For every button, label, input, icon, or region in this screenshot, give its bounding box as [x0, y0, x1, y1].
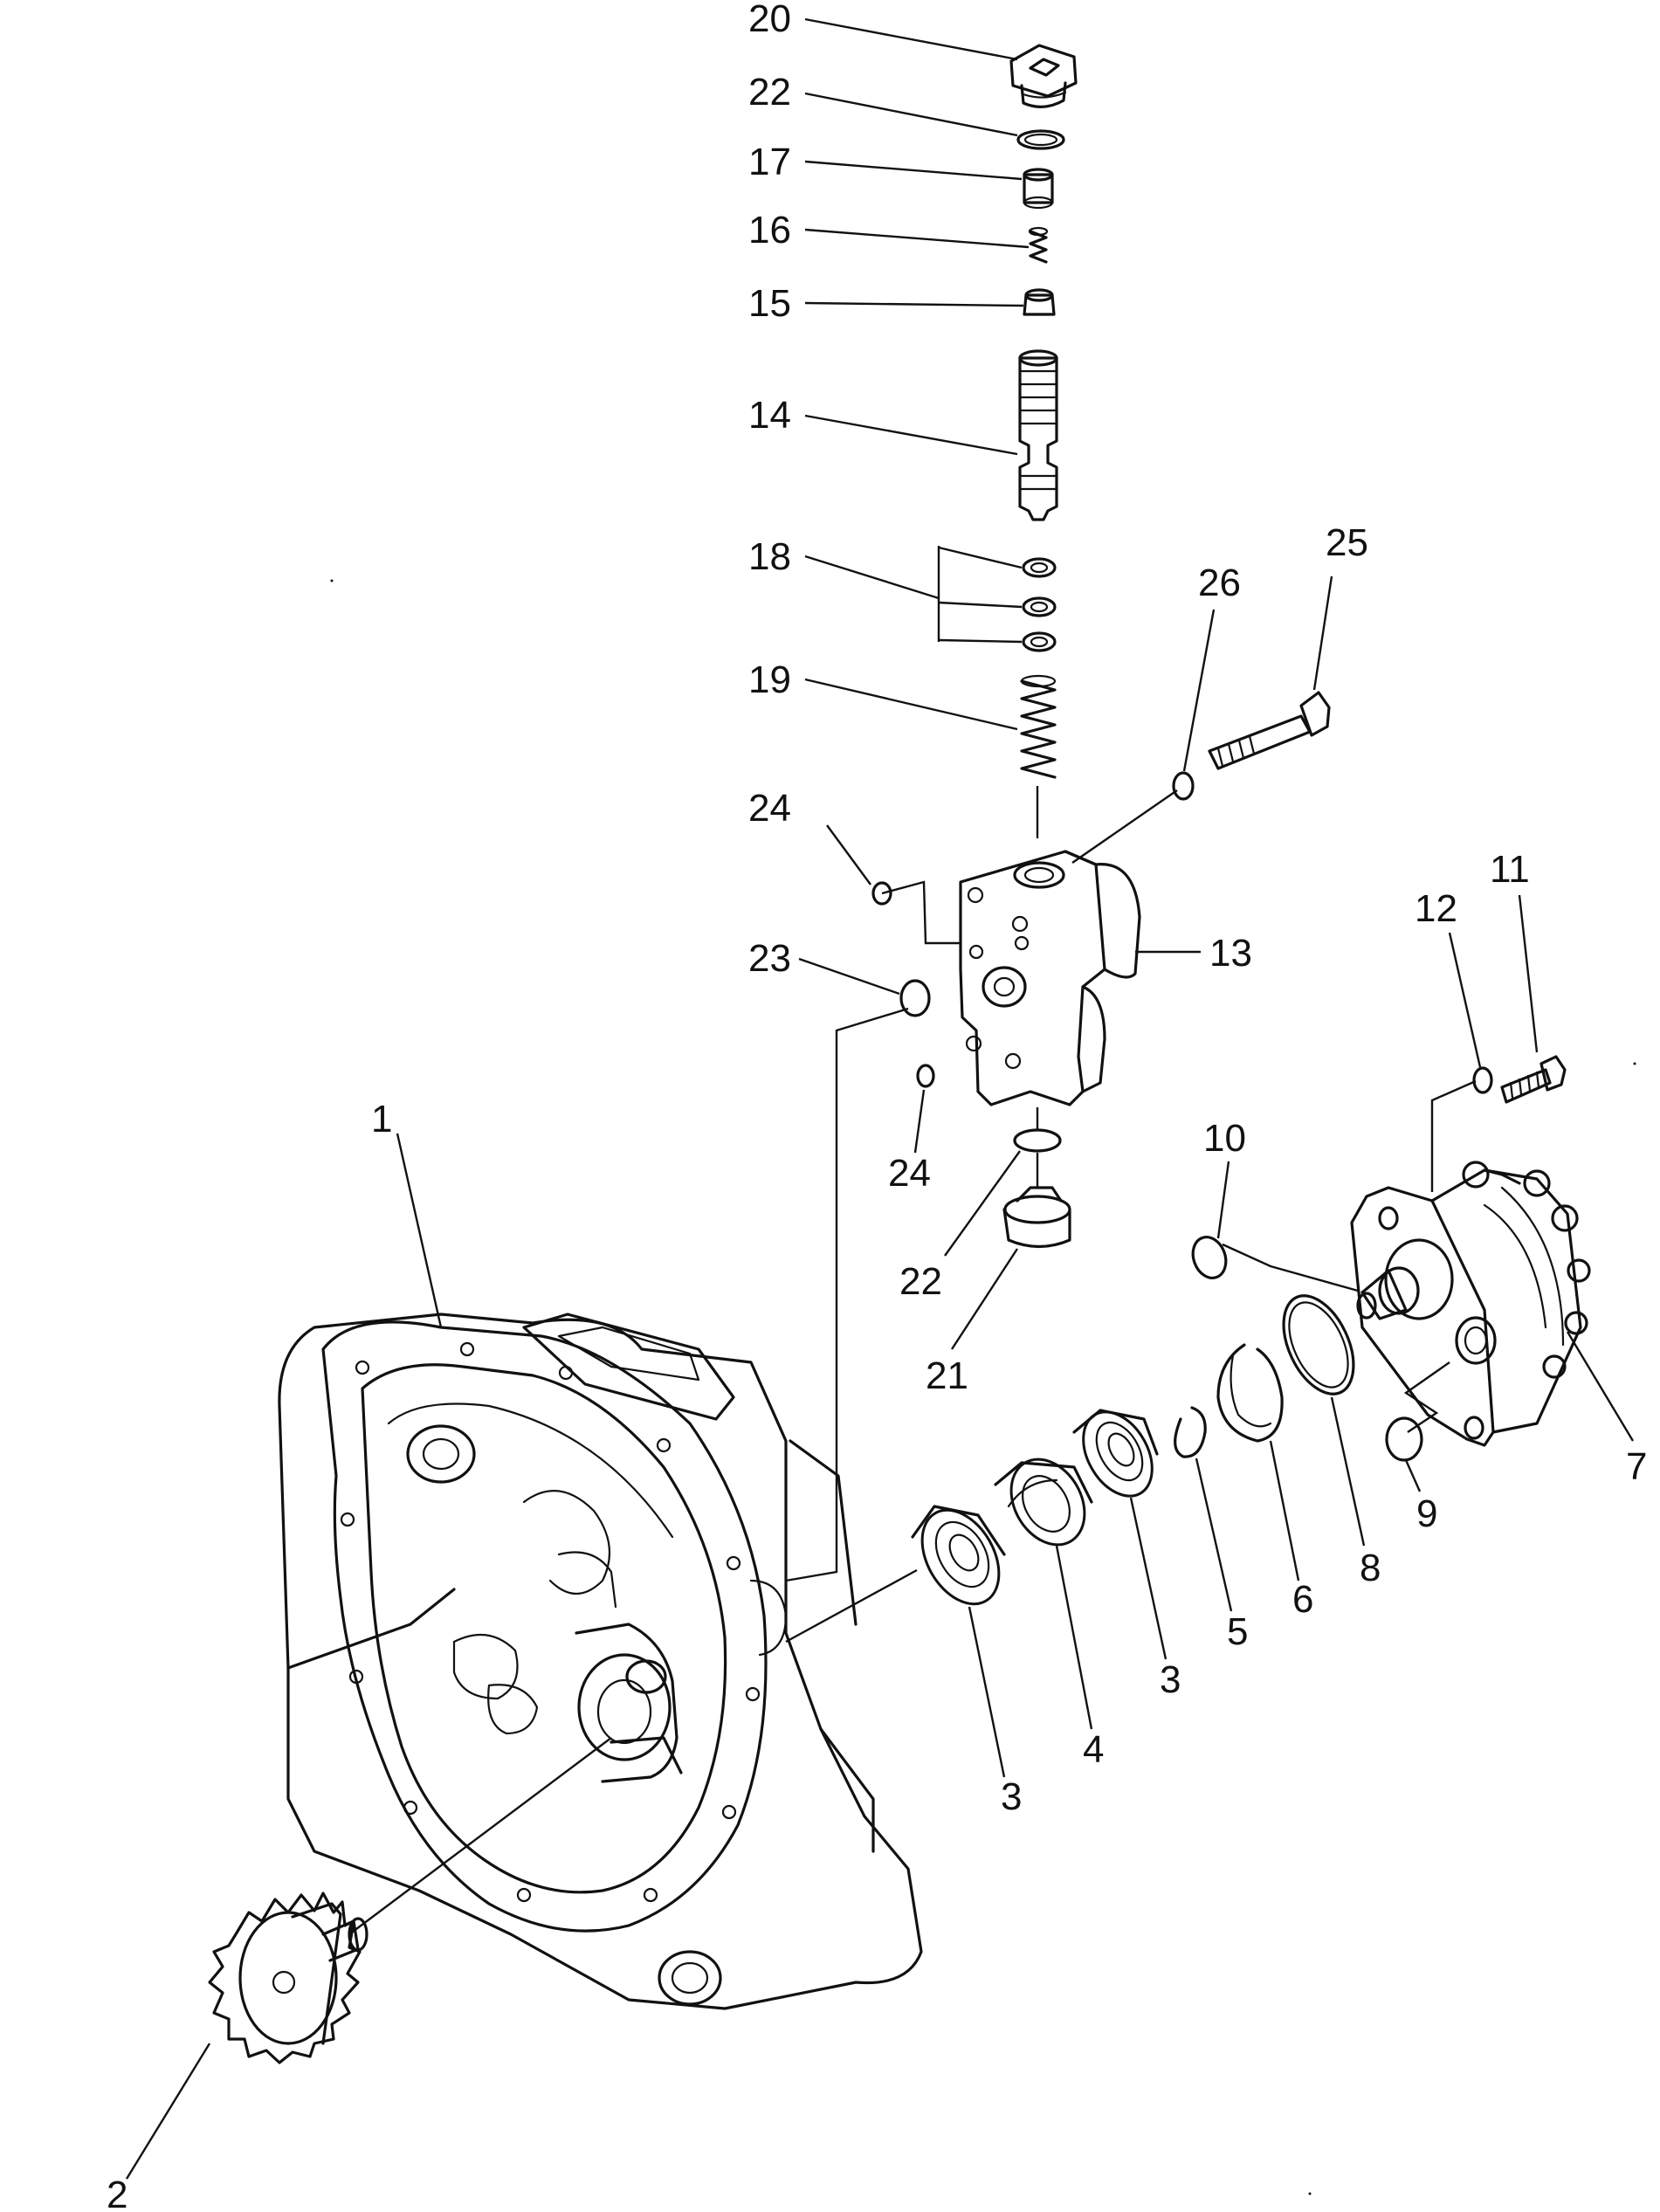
o-ring-part-9	[1385, 1416, 1423, 1462]
callout-label: 12	[1415, 887, 1457, 930]
o-ring-part-22-bottom	[1013, 1128, 1062, 1153]
valve-body-part	[959, 850, 1141, 1106]
bolt-part-11	[1500, 1055, 1567, 1104]
o-ring-part-23	[899, 979, 931, 1017]
spring-part-16	[1028, 226, 1049, 264]
callout-label: 10	[1203, 1117, 1246, 1160]
callout-label: 25	[1326, 521, 1368, 564]
gear-pump-part	[1350, 1161, 1591, 1447]
snap-ring-part-6	[1216, 1343, 1284, 1443]
housing-part	[278, 1313, 923, 2010]
cap-part-17	[1023, 168, 1054, 210]
callout-label: 22	[899, 1260, 942, 1303]
callout-label: 14	[748, 394, 791, 437]
bolt-part-25	[1208, 691, 1331, 770]
sleeve-part-15	[1023, 288, 1056, 316]
leader-lines	[125, 17, 1635, 2180]
callout-label: 2	[107, 2174, 127, 2212]
callout-label: 16	[748, 209, 791, 252]
o-ring-part-10	[1191, 1236, 1228, 1279]
callout-label: 3	[1160, 1658, 1181, 1701]
callout-label: 11	[1490, 848, 1530, 891]
o-ring-part-8	[1282, 1294, 1355, 1395]
plug-part-20	[1009, 44, 1078, 108]
callout-label: 19	[748, 658, 791, 701]
callout-label: 26	[1198, 562, 1241, 604]
callout-label: 1	[371, 1098, 392, 1140]
o-ring-part-22-top	[1016, 129, 1065, 150]
callout-label: 18	[748, 535, 791, 578]
o-ring-part-24-upper	[871, 881, 892, 906]
callout-label: 6	[1292, 1578, 1313, 1621]
washer-part-26	[1172, 771, 1195, 801]
callout-label: 9	[1416, 1492, 1437, 1535]
callout-label: 5	[1227, 1610, 1248, 1653]
callout-label: 15	[748, 282, 791, 325]
snap-ring-part-5	[1174, 1406, 1207, 1458]
gear-part	[208, 1892, 369, 2064]
callout-label: 20	[748, 0, 791, 40]
callout-label: 23	[748, 937, 791, 980]
o-ring-part-24-lower	[916, 1064, 935, 1088]
callout-label: 4	[1083, 1728, 1104, 1771]
callout-label: 22	[748, 71, 791, 114]
callout-label: 7	[1626, 1445, 1647, 1488]
callout-labels: 1 2 3 3 3 4 5 6 7 8 9 10 11 12 13 14 15 …	[107, 0, 1647, 2212]
callout-label: 8	[1360, 1547, 1381, 1589]
collar-part	[994, 1457, 1093, 1547]
callout-label: 24	[888, 1152, 931, 1195]
callout-label: 13	[1209, 932, 1252, 975]
valve-spool-part	[1018, 349, 1058, 521]
bearing-part-right	[1072, 1409, 1159, 1498]
callout-label: 24	[748, 787, 791, 830]
washer-set-part-18	[1022, 557, 1057, 652]
callout-label: 3	[1001, 1775, 1022, 1818]
washer-part-12	[1472, 1066, 1493, 1094]
spring-part-19	[1020, 674, 1057, 779]
callout-label: 17	[748, 141, 791, 183]
plug-part-21	[1002, 1186, 1071, 1249]
bearing-part-left	[911, 1505, 1006, 1606]
callout-label: 21	[926, 1354, 968, 1397]
